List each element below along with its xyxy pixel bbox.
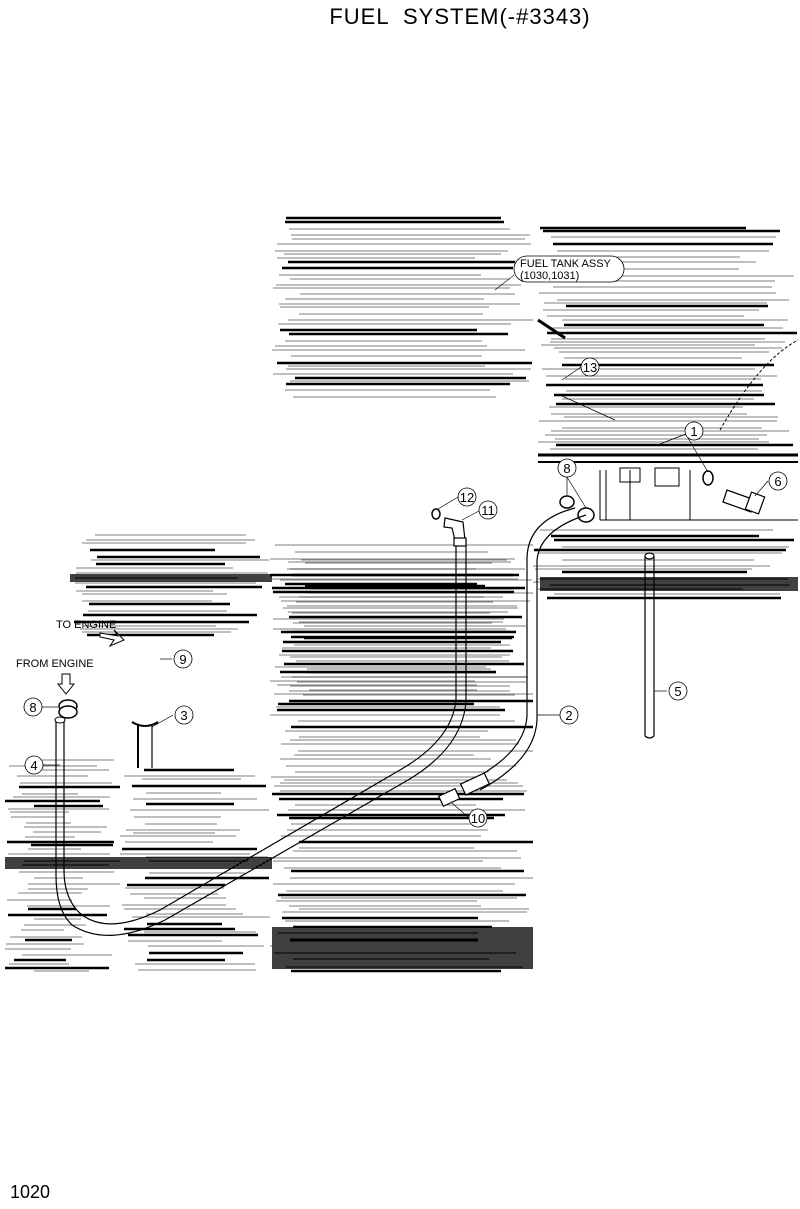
svg-text:12: 12 [460,490,474,505]
callout-2: 2 [559,705,579,725]
callout-3: 3 [174,705,194,725]
svg-text:11: 11 [481,503,495,518]
svg-text:2: 2 [565,708,572,723]
from-engine-arrow [56,673,76,695]
page-number: 1020 [10,1182,51,1202]
fuel-tank [537,318,799,521]
to-engine-arrow [99,629,125,648]
svg-text:10: 10 [471,811,485,826]
hatch-background [5,216,798,973]
page-title: FUEL SYSTEM(-#3343) [329,4,591,29]
callout-5: 5 [668,681,688,701]
callout-8-upper: 8 [557,458,577,478]
hose-4 [55,540,467,936]
svg-text:5: 5 [674,684,681,699]
svg-text:4: 4 [30,758,37,773]
svg-text:8: 8 [563,461,570,476]
hose-2 [471,507,587,791]
svg-text:6: 6 [774,474,781,489]
tank-label-line1: FUEL TANK ASSY [520,258,612,270]
tank-label-line2: (1030,1031) [520,270,579,282]
callout-9: 9 [173,649,193,669]
fitting-6 [722,489,766,515]
svg-text:13: 13 [583,360,597,375]
fuel-tank-label: FUEL TANK ASSY (1030,1031) [494,255,625,291]
pipe-3 [131,721,159,768]
callout-10: 10 [468,808,488,828]
svg-text:1: 1 [690,424,697,439]
svg-text:3: 3 [180,708,187,723]
o-ring-12 [431,508,441,520]
callout-1: 1 [684,421,704,441]
callout-8-lower: 8 [23,697,43,717]
pipe-5 [644,552,655,739]
clamp-8-lower [58,699,78,719]
to-engine-label: TO ENGINE [56,619,116,631]
fitting-10 [437,772,491,808]
leader-lines [42,366,769,818]
callout-11: 11 [478,500,498,520]
elbow-11 [443,517,467,547]
from-engine-label: FROM ENGINE [16,658,94,670]
callout-6: 6 [768,471,788,491]
callout-12: 12 [457,487,477,507]
svg-text:9: 9 [179,652,186,667]
callout-4: 4 [24,755,44,775]
callout-13: 13 [580,357,600,377]
svg-text:8: 8 [29,700,36,715]
washer-1 [702,470,714,486]
